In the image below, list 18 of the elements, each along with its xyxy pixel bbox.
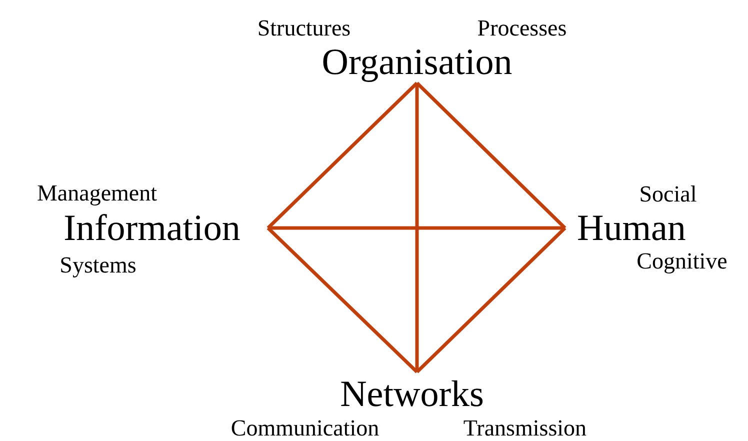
connector-line bbox=[415, 83, 419, 372]
connector-line bbox=[268, 226, 565, 230]
connector-line bbox=[416, 82, 566, 230]
node-label: Networks bbox=[340, 376, 484, 412]
sub-label: Systems bbox=[60, 254, 136, 276]
node-label: Organisation bbox=[322, 44, 512, 81]
sub-label: Processes bbox=[477, 16, 567, 40]
connector-line bbox=[416, 226, 566, 374]
node-label: Human bbox=[577, 210, 686, 246]
sub-label: Communication bbox=[230, 416, 380, 440]
sub-label: Structures bbox=[257, 16, 351, 40]
sub-label: Transmission bbox=[463, 416, 587, 440]
connector-line bbox=[266, 82, 418, 230]
sub-label: Management bbox=[36, 182, 158, 204]
sub-label: Cognitive bbox=[636, 250, 728, 272]
sub-label: Social bbox=[639, 182, 697, 206]
node-label: Information bbox=[64, 210, 240, 246]
connector-line bbox=[266, 226, 418, 374]
